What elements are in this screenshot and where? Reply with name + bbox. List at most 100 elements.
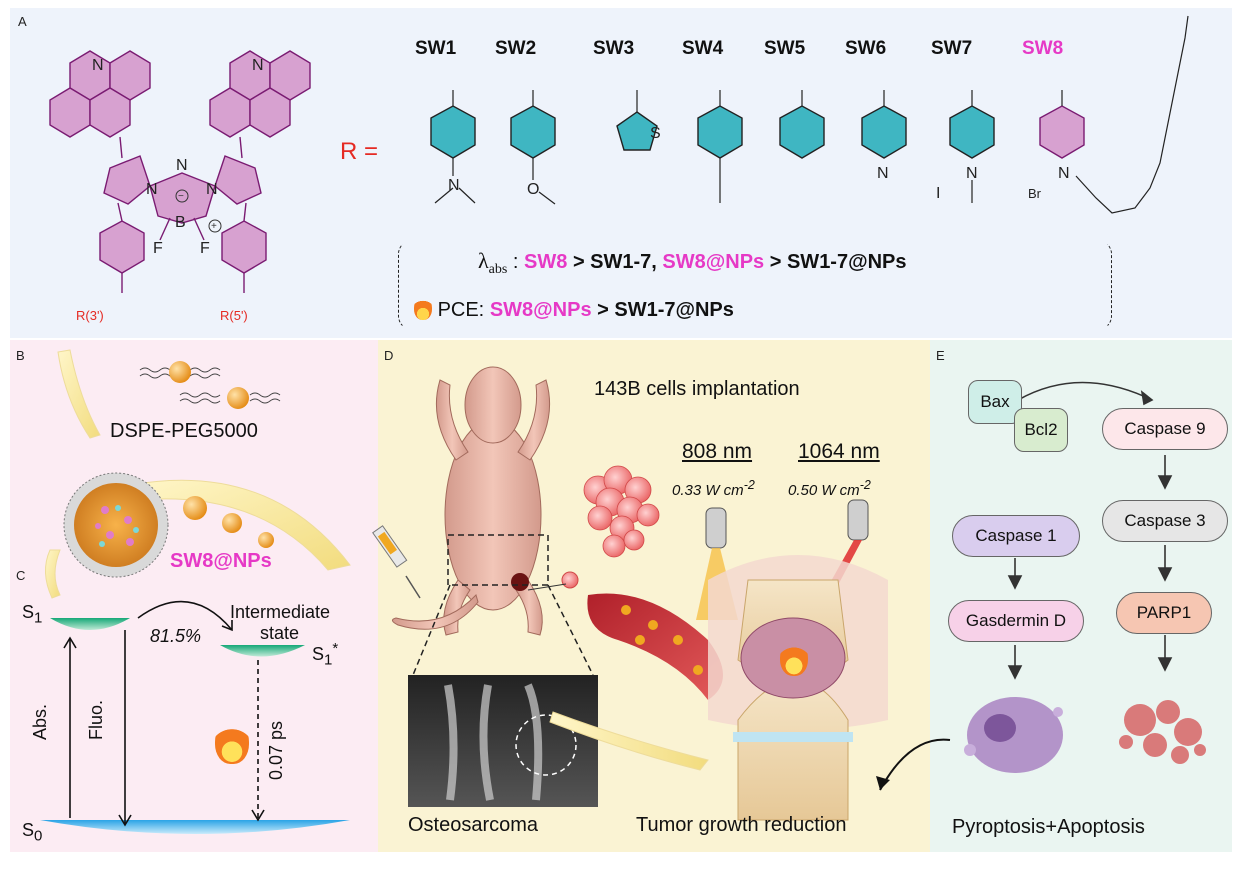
lambda-sw8: SW8 bbox=[524, 251, 568, 273]
aza-core-ring bbox=[149, 172, 216, 224]
s1star-well bbox=[220, 645, 305, 657]
pce-row: PCE: SW8@NPs > SW1-7@NPs bbox=[414, 296, 734, 322]
s0-sub: 0 bbox=[34, 827, 43, 845]
s0-well bbox=[40, 820, 350, 834]
nanoparticle-core bbox=[74, 483, 158, 567]
zoom-box bbox=[447, 534, 549, 586]
lambda-sep: : bbox=[512, 251, 519, 273]
atom-n-sw8: N bbox=[1058, 165, 1070, 182]
cartilage bbox=[733, 732, 853, 742]
ring-sw2 bbox=[510, 105, 556, 159]
np-ball-1 bbox=[183, 496, 207, 520]
summary-bracket bbox=[398, 240, 1112, 330]
injected-cell bbox=[561, 571, 579, 589]
label-sw4: SW4 bbox=[682, 38, 724, 59]
panel-d-label: D bbox=[384, 348, 394, 363]
phenyl-right bbox=[221, 220, 267, 274]
node-caspase9: Caspase 9 bbox=[1102, 408, 1228, 450]
atom-n-sw7: N bbox=[966, 165, 978, 182]
flame-icon bbox=[215, 720, 249, 764]
laser-1064-power: 0.50 W cm-2 bbox=[788, 478, 871, 499]
panel-d: D bbox=[372, 340, 930, 852]
apoptosis-label: Apoptosis bbox=[1057, 816, 1145, 838]
atom-n-pyrrole-left: N bbox=[146, 181, 158, 198]
lipid-head-2 bbox=[227, 387, 249, 409]
pyrrole-left bbox=[103, 155, 151, 205]
s1star-sup: * bbox=[332, 640, 339, 657]
tumor-site bbox=[511, 573, 529, 591]
s1-letter: S bbox=[22, 602, 35, 622]
julolidine-ring-right-3 bbox=[249, 87, 291, 138]
s1-well bbox=[50, 618, 130, 630]
label-sw3: SW3 bbox=[593, 38, 635, 59]
np-ball-2 bbox=[222, 513, 242, 533]
time-label: 0.07 ps bbox=[266, 720, 286, 780]
lambda-sub: abs bbox=[488, 262, 508, 277]
atom-br-sw8: Br bbox=[1028, 186, 1042, 201]
pyrrole-right bbox=[214, 155, 262, 205]
nanoparticle-assembly-illustration bbox=[40, 349, 351, 834]
atom-n-pyrrole-right: N bbox=[206, 181, 218, 198]
panel-e: E Bax Bcl2 Caspase 9 Caspase 3 Caspase 1… bbox=[876, 340, 1232, 852]
laser-1064-power-exp: -2 bbox=[859, 478, 871, 492]
atom-n-sw1: N bbox=[448, 177, 460, 194]
pce-label: PCE: bbox=[437, 299, 485, 321]
julolidine-benzene-left bbox=[89, 87, 131, 138]
atom-s-sw3: S bbox=[650, 125, 661, 142]
r-equals: R = bbox=[340, 138, 379, 165]
bone-lower bbox=[737, 679, 849, 821]
syringe-icon bbox=[372, 525, 421, 599]
atom-o-sw2: O bbox=[527, 181, 539, 198]
s0-letter: S bbox=[22, 820, 35, 840]
node-caspase1: Caspase 1 bbox=[952, 515, 1080, 557]
ring-sw4 bbox=[697, 105, 743, 159]
laser-808-power-exp: -2 bbox=[743, 478, 755, 492]
lambda-symbol: λ bbox=[478, 248, 489, 273]
np-ball-3 bbox=[258, 532, 274, 548]
alkyl-chain-sw8 bbox=[1075, 15, 1189, 214]
s0-label: S0 bbox=[22, 820, 42, 845]
label-sw2: SW2 bbox=[495, 38, 537, 59]
lipid-head-1 bbox=[169, 361, 191, 383]
atom-b: B bbox=[175, 214, 186, 231]
mouse-body bbox=[392, 366, 551, 636]
label-sw6: SW6 bbox=[845, 38, 887, 59]
fluo-label: Fluo. bbox=[86, 699, 106, 740]
implant-label: 143B cells implantation bbox=[594, 378, 800, 400]
s1-label: S1 bbox=[22, 602, 42, 627]
s1star-label: S1* bbox=[312, 640, 338, 669]
intermediate-label-1: Intermediate bbox=[230, 602, 331, 622]
pyroptosis-label: Pyroptosis bbox=[952, 816, 1046, 838]
panel-a-label: A bbox=[18, 14, 27, 29]
label-sw1: SW1 bbox=[415, 38, 457, 59]
node-caspase3: Caspase 3 bbox=[1102, 500, 1228, 542]
panel-b-label: B bbox=[16, 348, 25, 363]
pce-gt: > SW1-7@NPs bbox=[597, 299, 734, 321]
tumor-reduction-label: Tumor growth reduction bbox=[636, 814, 847, 836]
laser-1064-power-value: 0.50 W cm bbox=[788, 482, 860, 499]
pce-sw8np: SW8@NPs bbox=[489, 299, 592, 321]
svg-text:+: + bbox=[211, 221, 217, 232]
svg-text:−: − bbox=[178, 191, 184, 202]
laser-808-power: 0.33 W cm-2 bbox=[672, 478, 755, 499]
atom-n-right: N bbox=[252, 57, 264, 74]
lambda-sw8np: SW8@NPs bbox=[662, 251, 765, 273]
s1-sub: 1 bbox=[34, 609, 43, 627]
laser-1064-label: 1064 nm bbox=[798, 440, 880, 463]
bodipy-core-structure: − + N N N N bbox=[49, 15, 1189, 293]
laser-808-label: 808 nm bbox=[682, 440, 753, 463]
panel-c-label: C bbox=[16, 568, 26, 583]
xray-tumor-circle bbox=[515, 714, 577, 776]
r5-label: R(5') bbox=[220, 308, 248, 323]
plus-label: + bbox=[1045, 816, 1058, 838]
abs-label: Abs. bbox=[30, 703, 50, 740]
node-gasdermin-d: Gasdermin D bbox=[948, 600, 1084, 642]
node-bcl2: Bcl2 bbox=[1014, 408, 1068, 452]
ring-sw3 bbox=[616, 111, 658, 151]
lambda-gt1: > SW1-7, bbox=[572, 251, 657, 273]
blood-vessel bbox=[587, 593, 723, 700]
s1star-sub: 1 bbox=[324, 651, 333, 669]
label-sw7: SW7 bbox=[931, 38, 973, 59]
r3-label: R(3') bbox=[76, 308, 104, 323]
flame-icon bbox=[780, 640, 808, 676]
